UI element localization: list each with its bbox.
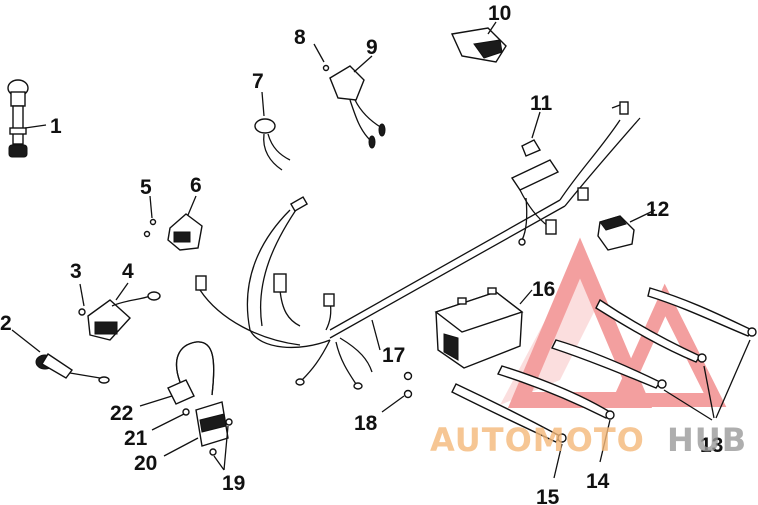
callout-5: 5 — [140, 176, 152, 199]
part-connector — [254, 91, 291, 171]
callout-10: 10 — [488, 2, 511, 25]
part-wiring-harness — [195, 101, 641, 390]
callout-14: 14 — [586, 470, 610, 493]
callout-13: 13 — [700, 434, 723, 457]
callout-19: 19 — [222, 472, 245, 495]
callout-16: 16 — [532, 278, 555, 301]
part-clip — [521, 111, 542, 157]
callout-20: 20 — [134, 452, 157, 475]
watermark-automoto: AUTOMOTO — [430, 421, 645, 459]
callout-15: 15 — [536, 486, 560, 505]
part-sensor — [11, 329, 110, 384]
callout-18: 18 — [354, 412, 378, 435]
callout-3: 3 — [70, 260, 82, 283]
callout-7: 7 — [252, 70, 264, 93]
part-relay — [143, 195, 203, 251]
watermark-text: AUTOMOTO HUB — [430, 421, 747, 459]
callout-21: 21 — [124, 427, 148, 450]
callout-17: 17 — [382, 344, 405, 367]
callout-12: 12 — [646, 198, 669, 221]
part-battery — [434, 287, 533, 369]
callout-2: 2 — [0, 312, 12, 335]
part-ignition-coil — [139, 341, 233, 471]
part-straps — [451, 287, 757, 479]
part-cover — [450, 21, 507, 63]
part-starter-relay — [597, 209, 656, 251]
part-bolts — [381, 371, 413, 413]
part-regulator — [78, 282, 161, 341]
callout-1: 1 — [50, 115, 62, 138]
part-ignition-switch — [7, 79, 47, 158]
callout-11: 11 — [530, 92, 553, 115]
callout-4: 4 — [122, 260, 134, 283]
callout-22: 22 — [110, 402, 133, 425]
watermark-hub: HUB — [667, 421, 747, 459]
callout-8: 8 — [294, 26, 306, 49]
part-cdi-unit — [313, 43, 386, 149]
callout-6: 6 — [190, 174, 202, 197]
callout-labels: 1 2 3 4 5 6 7 8 9 10 11 12 13 14 15 16 1… — [0, 2, 723, 505]
callout-9: 9 — [366, 36, 378, 59]
